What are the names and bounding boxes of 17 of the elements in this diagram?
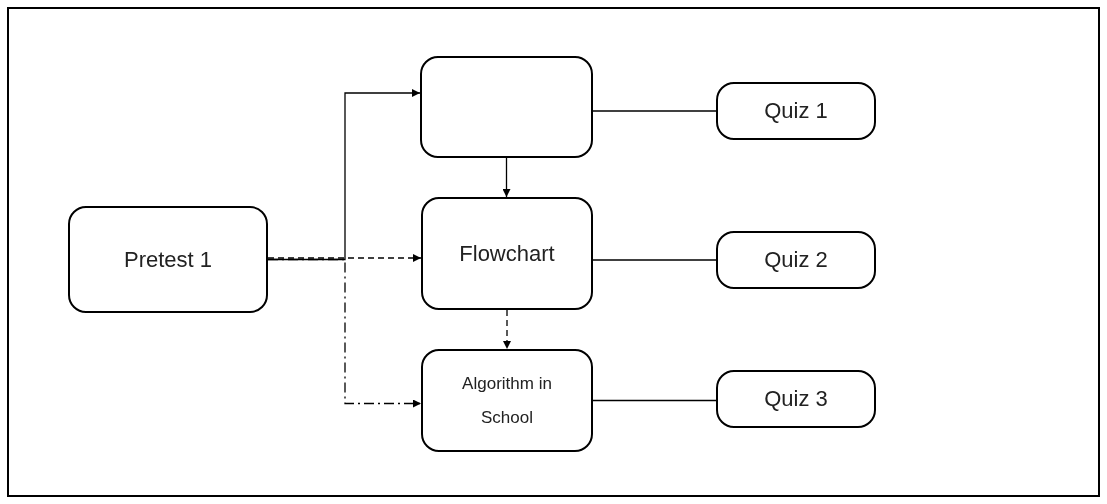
- process-box: [68, 206, 268, 313]
- process-box: [716, 82, 876, 140]
- box-label: Quiz 3: [764, 385, 828, 413]
- connector-arrow: [267, 258, 422, 408]
- connector-arrow: [502, 157, 511, 198]
- box-label: Pretest 1: [123, 245, 212, 274]
- process-box: [716, 370, 876, 428]
- box-label: Flowchart: [459, 239, 555, 268]
- connector-arrow: [267, 254, 422, 262]
- process-box: [716, 231, 876, 289]
- box-label: Quiz 2: [764, 246, 828, 274]
- box-label: Algorithm in School: [461, 372, 553, 429]
- process-box: [421, 197, 593, 310]
- empty-box: [420, 56, 593, 158]
- connector-arrow: [503, 309, 511, 350]
- box-label: Quiz 1: [764, 97, 828, 125]
- process-box: [421, 349, 593, 452]
